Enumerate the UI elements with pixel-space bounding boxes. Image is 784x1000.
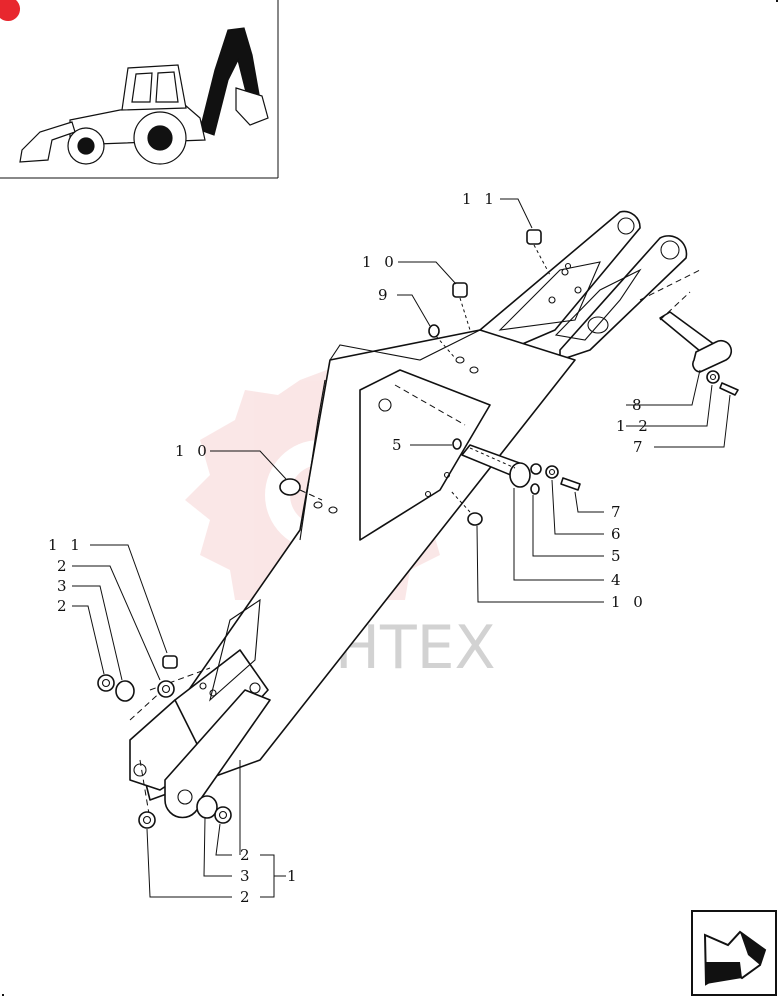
callout-8: 8: [632, 396, 646, 414]
callout-5-mid: 5: [392, 436, 406, 454]
callout-2-bottom-b: 2: [240, 888, 254, 906]
washer-2-left-a: [97, 674, 115, 692]
bushing-11-left: [162, 655, 178, 669]
callout-11-left: 1 1: [48, 536, 84, 554]
callout-3-bottom: 3: [240, 867, 254, 885]
thumbnail-frame: [0, 0, 279, 179]
bolt-7-top: [719, 382, 739, 396]
fitting-5-right: [530, 483, 540, 495]
bushing-10-top: [452, 282, 471, 331]
washer-2-bottom-b: [214, 806, 232, 824]
pin-4: [461, 444, 542, 488]
callout-12: 1 2: [616, 417, 652, 435]
callout-1: 1: [287, 867, 301, 885]
bushing-3-left: [115, 680, 135, 702]
callout-6: 6: [611, 525, 625, 543]
washer-2-bottom-a: [138, 811, 156, 829]
pin-8: [639, 269, 733, 373]
callout-7-mid: 7: [611, 503, 625, 521]
boom-assembly: [129, 210, 688, 821]
bolt-10-right: [449, 489, 483, 526]
bushing-11-top: [526, 229, 551, 276]
leader-lines: [72, 198, 731, 898]
callout-2-left-a: 2: [57, 557, 71, 575]
bushing-3-bottom: [196, 795, 218, 819]
bolt-7-mid: [560, 477, 581, 491]
callout-9: 9: [378, 286, 392, 304]
callout-10-top: 1 0: [362, 253, 398, 271]
next-page-arrow-icon[interactable]: [691, 910, 777, 996]
washer-12: [706, 370, 720, 384]
corner-badge-icon: [0, 0, 21, 22]
callout-2-left-b: 2: [57, 597, 71, 615]
callout-10-right: 1 0: [611, 593, 647, 611]
callout-7-top: 7: [633, 438, 647, 456]
callout-labels: 1 1 1 0 9 1 0 5 8 1 2 7 7 6 5 4 1 0 1 1 …: [48, 190, 652, 906]
callout-5-right: 5: [611, 547, 625, 565]
callout-2-bottom-a: 2: [240, 846, 254, 864]
grease-fitting-9: [428, 324, 456, 359]
washer-6: [545, 465, 559, 479]
corner-tick-bottom: [2, 994, 4, 996]
callout-4: 4: [611, 571, 625, 589]
callout-10-left: 1 0: [175, 442, 211, 460]
fitting-5-mid: [452, 438, 462, 450]
bushing-10-left: [279, 478, 323, 501]
backhoe-loader-icon: [19, 27, 269, 165]
washer-2-left-b: [157, 680, 175, 698]
callout-11-top: 1 1: [462, 190, 498, 208]
corner-tick: [776, 0, 778, 2]
callout-3-left: 3: [57, 577, 71, 595]
